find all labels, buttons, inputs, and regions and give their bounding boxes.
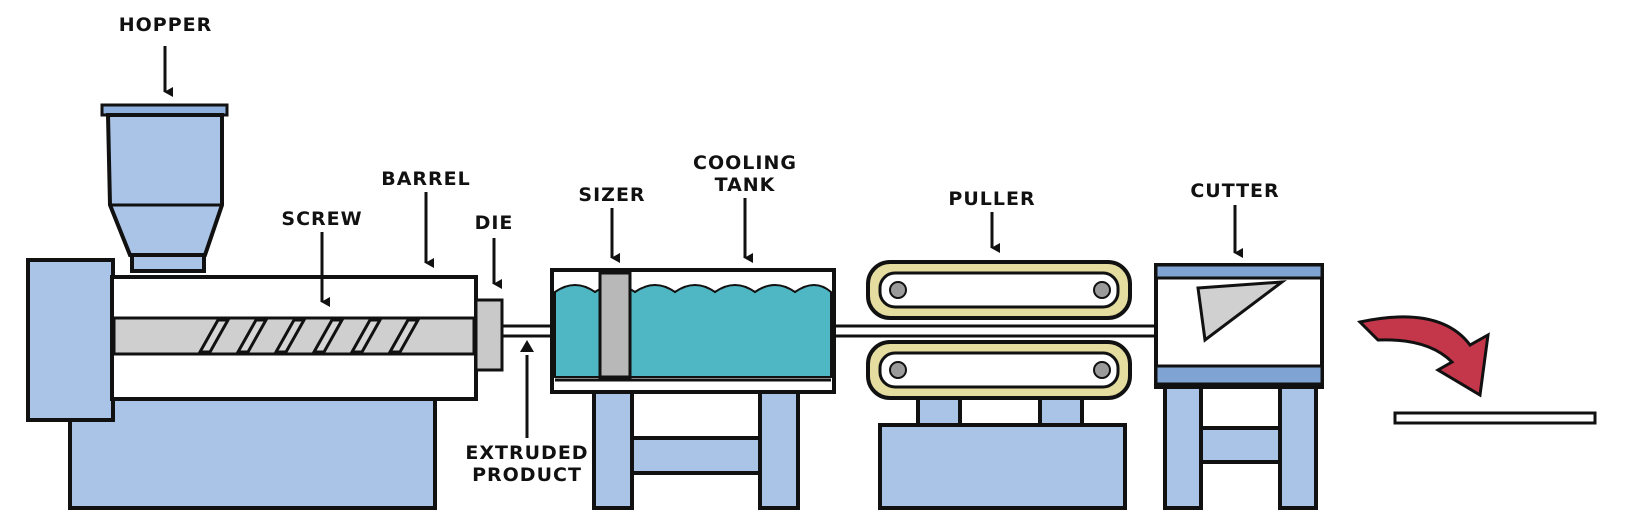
extruder-base (68, 378, 437, 510)
hopper-label: HOPPER (118, 14, 213, 36)
cooling-tank (550, 268, 836, 510)
cooling-tank-label-line1: COOLING (693, 152, 797, 174)
screw-flights (197, 318, 421, 354)
die-label: DIE (474, 212, 514, 234)
hopper (100, 103, 229, 273)
sizer (598, 271, 632, 379)
die (474, 298, 504, 372)
label-pointer-arrows (163, 46, 1243, 307)
cooling-water (554, 284, 832, 378)
puller-label: PULLER (948, 188, 1036, 210)
cutter-blade (1196, 280, 1287, 343)
cooling-tank-label-line2: TANK (714, 174, 776, 196)
sizer-label: SIZER (578, 184, 646, 206)
cut-product-piece (1393, 411, 1597, 425)
cutter-label: CUTTER (1190, 180, 1280, 202)
barrel-label: BARREL (381, 168, 471, 190)
extruder (26, 103, 504, 510)
cutter (1154, 263, 1324, 510)
extruded-product-label-line2: PRODUCT (472, 464, 582, 486)
extruded-product-label-line1: EXTRUDED (465, 442, 589, 464)
extruded-product-label: EXTRUDED PRODUCT (452, 442, 602, 486)
cooling-tank-label: COOLING TANK (684, 152, 806, 196)
extruder-drive (26, 258, 115, 422)
puller (866, 260, 1132, 510)
output-curved-arrow (1356, 315, 1490, 398)
screw-label: SCREW (281, 208, 363, 230)
